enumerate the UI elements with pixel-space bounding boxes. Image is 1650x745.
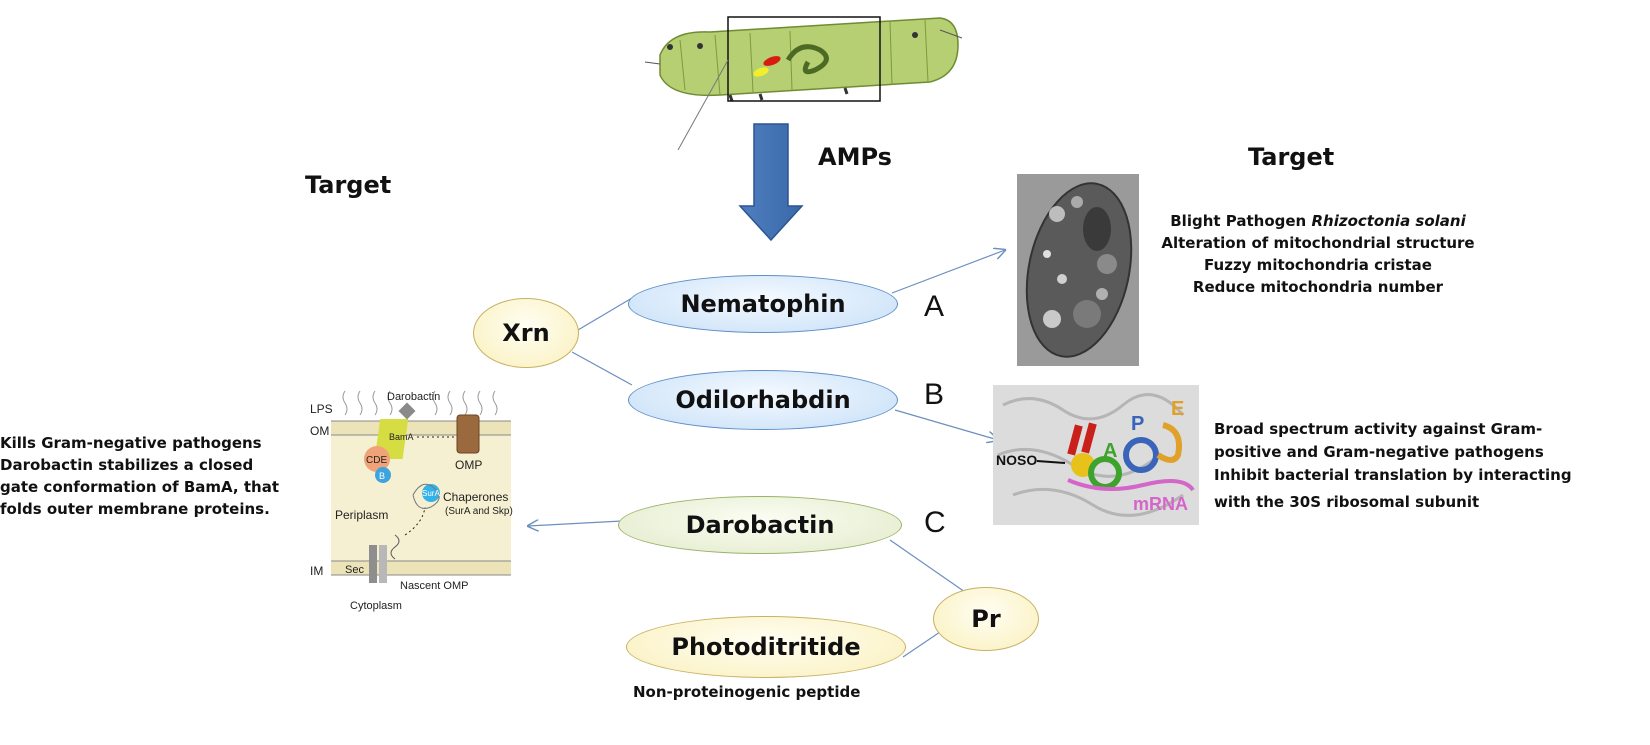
amps-label: AMPs	[818, 143, 892, 171]
label-nascent-omp: Nascent OMP	[400, 580, 468, 592]
ribosome-label-noso: NOSO	[996, 452, 1037, 468]
non-proteinogenic-caption: Non-proteinogenic peptide	[633, 683, 861, 701]
label-im: IM	[310, 564, 323, 578]
ribosome-image: NOSO A P E mRNA	[993, 385, 1199, 525]
ribosome-label-p: P	[1131, 413, 1144, 435]
node-nematophin: Nematophin	[628, 275, 898, 333]
label-om: OM	[310, 424, 329, 438]
pr-to-photoditritide-line	[902, 631, 941, 658]
label-omp: OMP	[455, 458, 482, 472]
label-lps: LPS	[310, 402, 333, 416]
target-c-line4: folds outer membrane proteins.	[0, 500, 270, 518]
label-sura: SurA	[422, 489, 440, 498]
ribosome-label-mrna: mRNA	[1133, 494, 1188, 514]
odilorhabdin-to-target-arrow	[894, 409, 998, 440]
letter-b: B	[924, 378, 945, 411]
target-a-line4: Reduce mitochondria number	[1192, 278, 1444, 296]
target-a-line1: Blight Pathogen Rhizoctonia solani	[1170, 212, 1466, 230]
label-chaperones-sub: (SurA and Skp)	[445, 506, 513, 517]
label-periplasm: Periplasm	[335, 508, 388, 522]
label-chaperones: Chaperones	[443, 490, 508, 504]
label-b: B	[379, 471, 385, 481]
target-b-line2: positive and Gram-negative pathogens	[1214, 443, 1544, 461]
node-xrn: Xrn	[473, 298, 579, 368]
label-cde: CDE	[366, 455, 387, 466]
caterpillar-svg	[644, 16, 963, 151]
label-sec: Sec	[345, 564, 364, 576]
target-a-line2: Alteration of mitochondrial structure	[1161, 234, 1475, 252]
xrn-to-odilorhabdin-line	[571, 351, 633, 386]
amps-arrow	[738, 122, 804, 244]
pr-to-darobactin-line	[889, 539, 966, 593]
target-heading-right: Target	[1248, 143, 1335, 171]
letter-a: A	[924, 290, 945, 323]
xrn-to-nematophin-line	[577, 297, 633, 331]
target-b-description: Broad spectrum activity against Gram- po…	[1214, 418, 1644, 514]
species-name: Rhizoctonia solani	[1311, 212, 1466, 230]
label-bama: BamA	[389, 432, 414, 442]
target-c-description: Kills Gram-negative pathogens Darobactin…	[0, 432, 300, 520]
darobactin-to-target-arrow	[528, 521, 623, 526]
nematophin-to-target-arrow	[891, 250, 1005, 294]
micrograph-image	[1017, 174, 1139, 366]
letter-c: C	[924, 506, 946, 539]
membrane-diagram: LPS OM Darobactin BamA OMP CDE B SurA Ch…	[305, 385, 515, 615]
target-b-line4: with the 30S ribosomal subunit	[1214, 493, 1480, 511]
label-cytoplasm: Cytoplasm	[350, 600, 402, 612]
mitochondria-micrograph	[1017, 174, 1139, 366]
ribosome-svg: NOSO A P E mRNA	[993, 385, 1199, 525]
ribosome-label-e: E	[1171, 398, 1184, 420]
node-odilorhabdin: Odilorhabdin	[628, 370, 898, 430]
target-b-line3: Inhibit bacterial translation by interac…	[1214, 466, 1572, 484]
target-heading-left: Target	[305, 171, 392, 199]
target-a-description: Blight Pathogen Rhizoctonia solani Alter…	[1148, 210, 1488, 298]
caterpillar-illustration	[640, 0, 970, 160]
node-darobactin: Darobactin	[618, 496, 902, 554]
node-photoditritide: Photoditritide	[626, 616, 906, 678]
label-darobactin-small: Darobactin	[387, 391, 440, 403]
node-pr: Pr	[933, 587, 1039, 651]
target-a-line3: Fuzzy mitochondria cristae	[1204, 256, 1432, 274]
membrane-svg: LPS OM Darobactin BamA OMP CDE B SurA Ch…	[310, 390, 513, 612]
ribosome-label-a: A	[1103, 440, 1117, 462]
target-b-line1: Broad spectrum activity against Gram-	[1214, 420, 1543, 438]
arrow-down-icon	[738, 123, 804, 242]
target-c-line3: gate conformation of BamA, that	[0, 478, 279, 496]
target-c-line2: Darobactin stabilizes a closed	[0, 456, 254, 474]
target-c-line1: Kills Gram-negative pathogens	[0, 434, 262, 452]
